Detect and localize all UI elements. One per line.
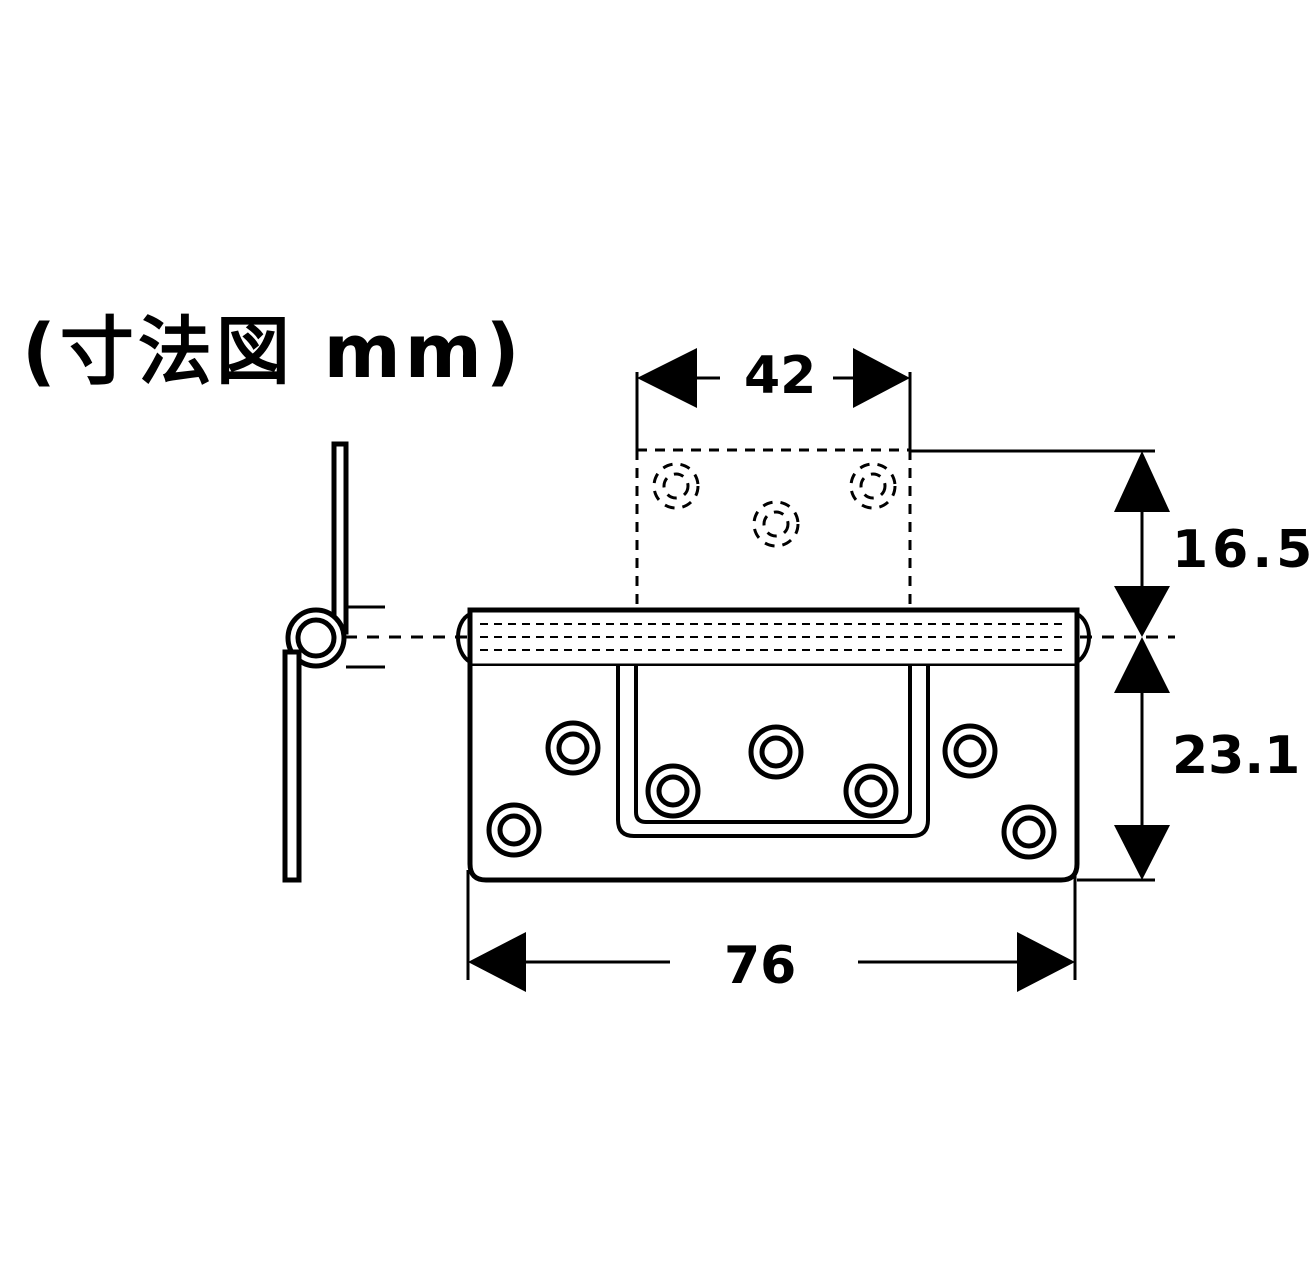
arrowhead	[853, 348, 910, 408]
dimension-top-width: 42	[744, 346, 817, 406]
hinge-dimension-drawing: (寸法図 mm)	[22, 309, 1312, 996]
dimension-total-width: 76	[724, 936, 797, 996]
dimension-lower-height: 23.1	[1172, 726, 1301, 786]
hidden-hole-center	[752, 500, 800, 548]
hidden-hole-left	[652, 462, 700, 510]
screw-hole	[942, 723, 998, 779]
screw-holes	[486, 720, 1057, 860]
drawing-title: (寸法図 mm)	[22, 309, 524, 395]
cutout-outer	[616, 666, 930, 838]
arrowhead	[1114, 451, 1170, 512]
knuckle-barrel	[456, 607, 1091, 669]
arrowhead	[1114, 825, 1170, 880]
hidden-hole-right	[849, 462, 897, 510]
hidden-upper-leaf	[635, 448, 912, 610]
arrowhead	[1114, 586, 1170, 637]
side-view-lower-leaf	[282, 649, 302, 883]
dimension-upper-height: 16.5	[1172, 520, 1316, 580]
arrowhead	[637, 348, 697, 408]
side-view-knuckle-inner	[295, 617, 337, 659]
screw-hole	[645, 763, 701, 819]
vertical-dimension-lines	[910, 449, 1170, 882]
arrowhead	[468, 932, 526, 992]
screw-hole	[843, 763, 899, 819]
arrowhead	[1017, 932, 1075, 992]
screw-hole	[486, 802, 542, 858]
side-view-upper-leaf	[331, 441, 349, 635]
side-view	[282, 441, 385, 883]
screw-hole	[748, 724, 804, 780]
hinge-drawing-svg	[282, 348, 1175, 992]
cutout-inner	[634, 666, 912, 824]
screw-hole	[1001, 804, 1057, 860]
dimension-76-lines	[466, 870, 1077, 992]
screw-hole	[545, 720, 601, 776]
arrowhead	[1114, 637, 1170, 693]
dimension-42-lines	[635, 348, 912, 450]
